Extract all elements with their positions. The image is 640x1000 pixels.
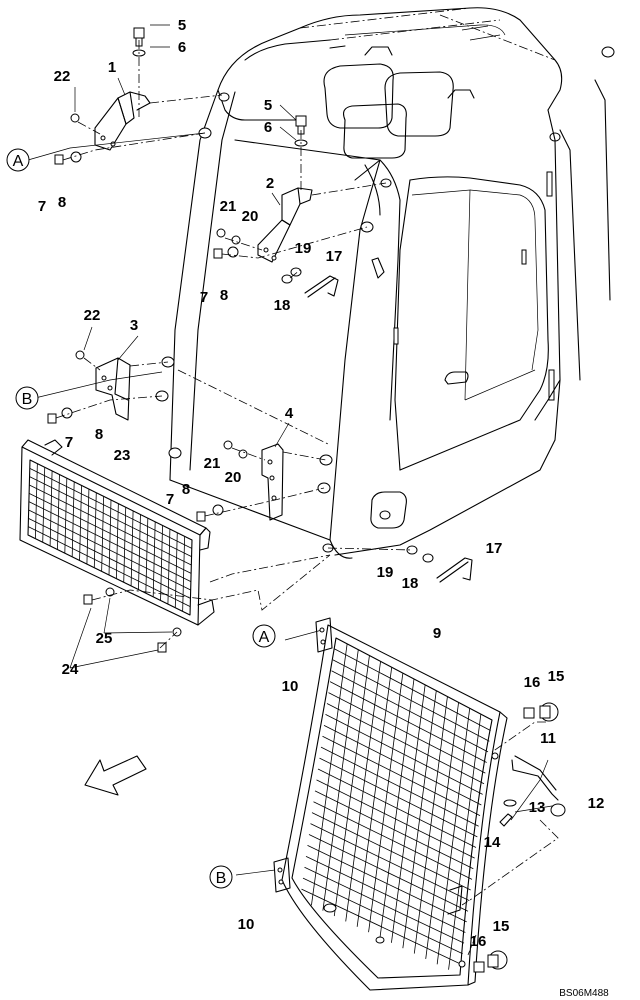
hardware (47, 27, 434, 653)
callout-20a: 20 (242, 208, 259, 225)
guard-hardware (473, 702, 566, 973)
latch-pin-17 (304, 275, 473, 583)
callout-5-top: 5 (178, 17, 186, 34)
callout-13: 13 (529, 799, 546, 816)
callout-7c: 7 (65, 434, 73, 451)
leader-lines (27, 40, 559, 956)
callout-2: 2 (266, 175, 274, 192)
callout-5-mid: 5 (264, 97, 272, 114)
callouts: 1 2 3 4 5 5 6 6 7 7 7 7 8 8 8 8 9 10 10 … (38, 17, 605, 950)
callout-4: 4 (285, 405, 294, 422)
callout-7a: 7 (38, 198, 46, 215)
drawing-code: BS06M488 (559, 988, 609, 999)
callout-25: 25 (96, 630, 113, 647)
callout-22b: 22 (84, 307, 101, 324)
callout-8a: 8 (58, 194, 66, 211)
callout-19b: 19 (377, 564, 394, 581)
ref-b-top (15, 386, 39, 410)
callout-11: 11 (540, 730, 556, 747)
callout-22a: 22 (54, 68, 71, 85)
callout-23: 23 (114, 447, 131, 464)
callout-14: 14 (484, 834, 501, 851)
callout-20b: 20 (225, 469, 242, 486)
callout-7d: 7 (166, 491, 174, 508)
guard-23 (19, 439, 215, 626)
callout-1: 1 (108, 59, 116, 76)
ref-a-bottom-label: A (259, 629, 270, 646)
callout-10b: 10 (238, 916, 255, 933)
ref-a-bottom (252, 624, 276, 648)
reference-markers: A B A B (6, 148, 276, 889)
operator-cab (155, 7, 615, 559)
bracket-3 (95, 357, 131, 421)
callout-15a: 15 (548, 668, 565, 685)
callout-17a: 17 (326, 248, 343, 265)
bracket-1 (94, 91, 151, 151)
callout-12: 12 (588, 795, 605, 812)
callout-7b: 7 (200, 289, 208, 306)
callout-9: 9 (433, 625, 441, 642)
guard-9 (273, 617, 508, 991)
callout-16a: 16 (524, 674, 541, 691)
callout-3: 3 (130, 317, 138, 334)
ref-a-top-label: A (13, 153, 24, 170)
callout-21b: 21 (204, 455, 221, 472)
callout-17b: 17 (486, 540, 503, 557)
direction-arrow (84, 755, 147, 796)
callout-24: 24 (62, 661, 79, 678)
callout-15b: 15 (493, 918, 510, 935)
callout-18b: 18 (402, 575, 419, 592)
callout-6-mid: 6 (264, 119, 272, 136)
callout-10a: 10 (282, 678, 299, 695)
callout-8b: 8 (220, 287, 228, 304)
callout-19a: 19 (295, 240, 312, 257)
callout-18a: 18 (274, 297, 291, 314)
ref-b-bottom (209, 865, 233, 889)
callout-8c: 8 (95, 426, 103, 443)
callout-8d: 8 (182, 481, 190, 498)
bracket-4 (261, 443, 284, 521)
ref-b-bottom-label: B (216, 870, 227, 887)
callout-21a: 21 (220, 198, 237, 215)
ref-b-top-label: B (22, 391, 33, 408)
callout-6-top: 6 (178, 39, 186, 56)
callout-16b: 16 (470, 933, 487, 950)
ref-a-top (6, 148, 30, 172)
bracket-2 (257, 187, 313, 263)
